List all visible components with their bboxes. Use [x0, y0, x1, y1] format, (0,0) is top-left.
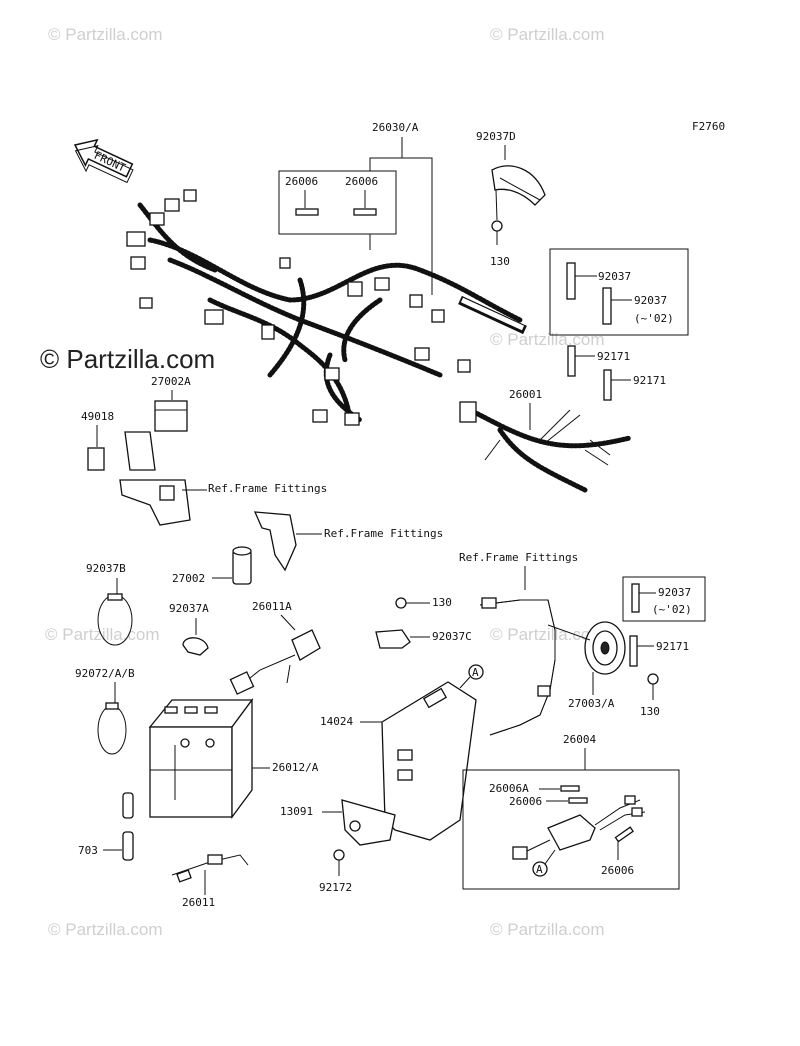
horn-icon	[547, 621, 626, 675]
fuse-holder-icon	[512, 795, 646, 860]
clip-icon	[182, 637, 209, 656]
part-label-703: 703	[78, 844, 98, 857]
watermark: © Partzilla.com	[490, 625, 605, 644]
rubber-boot-icon	[491, 165, 546, 206]
bolt-icon	[647, 673, 659, 685]
watermark: © Partzilla.com	[48, 25, 163, 44]
fuse-icon	[560, 785, 580, 792]
part-label-26011: 26011	[182, 896, 215, 909]
part-label-26012A: 26012/A	[272, 761, 319, 774]
mounting-bracket	[253, 511, 297, 572]
part-label-26001: 26001	[509, 388, 542, 401]
part-label-92172: 92172	[319, 881, 352, 894]
part-label-92171: 92171	[656, 640, 689, 653]
fuse-icon	[568, 797, 588, 804]
reference-frame-fittings: Ref.Frame Fittings	[459, 551, 578, 564]
clamp-band-icon	[629, 635, 638, 667]
part-label-13091: 13091	[280, 805, 313, 818]
part-label-92037: 92037	[598, 270, 631, 283]
bolt-icon	[395, 597, 407, 609]
watermark: © Partzilla.com	[48, 920, 163, 939]
clamp-callout-box	[622, 576, 706, 622]
part-label-130: 130	[432, 596, 452, 609]
battery-icon	[148, 698, 254, 819]
connector-icon	[87, 447, 105, 471]
part-label-92171: 92171	[597, 350, 630, 363]
part-label-26006A: 26006A	[489, 782, 529, 795]
reference-mark-A-label: A	[472, 666, 479, 679]
reference-frame-fittings: Ref.Frame Fittings	[324, 527, 443, 540]
part-label-27003A: 27003/A	[568, 697, 615, 710]
clamp-band-icon	[567, 345, 576, 377]
part-label-92072AB: 92072/A/B	[75, 667, 135, 680]
part-note-until-02: (~'02)	[652, 603, 692, 616]
reference-mark-A	[468, 664, 484, 680]
watermark: © Partzilla.com	[490, 25, 605, 44]
front-arrow-icon: FRONT	[73, 138, 134, 184]
sub-wiring-harness	[459, 401, 633, 493]
horn-bracket	[479, 597, 556, 736]
part-label-14024: 14024	[320, 715, 353, 728]
part-label-92037D: 92037D	[476, 130, 516, 143]
part-note-until-02: (~'02)	[634, 312, 674, 325]
tube-icon	[122, 831, 134, 861]
part-label-26006: 26006	[345, 175, 378, 188]
part-label-27002A: 27002A	[151, 375, 191, 388]
part-label-27002: 27002	[172, 572, 205, 585]
part-label-26006: 26006	[601, 864, 634, 877]
clamp-band-icon	[603, 369, 612, 401]
part-label-49018: 49018	[81, 410, 114, 423]
strap-band-icon	[97, 705, 127, 755]
clamp-band-icon	[566, 262, 576, 300]
fuse-holder-callout-box	[462, 769, 680, 890]
clamp-callout-box	[549, 248, 689, 336]
part-label-92037: 92037	[634, 294, 667, 307]
bracket-13091	[341, 799, 396, 846]
screw-icon	[333, 849, 345, 861]
part-label-26030A: 26030/A	[372, 121, 419, 134]
part-label-26006: 26006	[285, 175, 318, 188]
fuse-callout-box	[278, 170, 397, 235]
clamp-band-icon	[631, 583, 640, 613]
part-label-92171: 92171	[633, 374, 666, 387]
watermark: © Partzilla.com	[45, 625, 160, 644]
watermark: © Partzilla.com	[490, 920, 605, 939]
cover-plate	[381, 681, 477, 841]
main-wiring-harness	[126, 189, 527, 426]
watermark: © Partzilla.com	[490, 330, 605, 349]
part-label-130: 130	[640, 705, 660, 718]
part-label-130: 130	[490, 255, 510, 268]
part-label-26011A: 26011A	[252, 600, 292, 613]
part-label-92037C: 92037C	[432, 630, 472, 643]
relay-icon	[154, 400, 188, 432]
boot-cover-icon	[375, 629, 411, 649]
part-label-92037A: 92037A	[169, 602, 209, 615]
figure-code: F2760	[692, 120, 725, 133]
bolt-icon	[491, 220, 503, 245]
terminal-cover-icon	[291, 629, 321, 661]
fuse-icon	[353, 208, 377, 216]
part-label-26006: 26006	[509, 795, 542, 808]
reference-mark-A	[532, 861, 548, 877]
part-label-92037B: 92037B	[86, 562, 126, 575]
fuse-icon	[295, 208, 319, 216]
relay-bracket	[119, 431, 191, 526]
clamp-band-icon	[602, 287, 612, 325]
fuse-icon	[614, 826, 634, 843]
part-label-26004: 26004	[563, 733, 596, 746]
reference-mark-A-label: A	[536, 863, 543, 876]
part-label-92037: 92037	[658, 586, 691, 599]
watermark-large: © Partzilla.com	[40, 344, 215, 374]
reference-frame-fittings: Ref.Frame Fittings	[208, 482, 327, 495]
tube-icon	[122, 792, 134, 819]
